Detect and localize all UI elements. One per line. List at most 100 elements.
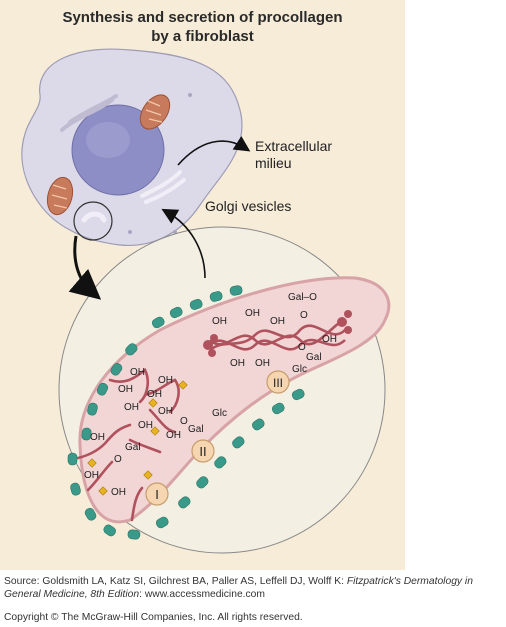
- figure-title: Synthesis and secretion of procollagen b…: [0, 8, 405, 46]
- ribosome: [196, 476, 209, 489]
- ribosome: [189, 299, 203, 310]
- polypeptide-chain: [130, 486, 144, 522]
- ribosome: [169, 306, 183, 319]
- label-gal-o: Gal–O: [288, 292, 317, 303]
- label-oh: OH: [147, 389, 162, 400]
- ribosome: [178, 496, 191, 509]
- label-golgi-vesicles: Golgi vesicles: [205, 198, 291, 214]
- label-oh: OH: [158, 375, 173, 386]
- helix-strand: [209, 324, 346, 352]
- ribosome: [271, 402, 285, 415]
- ribosome: [252, 418, 265, 431]
- ribosome: [84, 507, 97, 521]
- ribosome: [151, 316, 165, 329]
- mitochondrion-left: [46, 176, 74, 216]
- source-book-title: Fitzpatrick's Dermatology in General Med…: [4, 576, 473, 600]
- magnified-region: [73, 201, 113, 241]
- nascent-chains: [76, 367, 180, 522]
- polypeptide-chain: [148, 408, 177, 434]
- ribosome: [125, 343, 138, 356]
- globular-end: [210, 334, 218, 342]
- step-label-2: II: [199, 444, 206, 459]
- polypeptide-chain: [86, 460, 114, 492]
- source-suffix: : www.accessmedicine.com: [139, 589, 265, 600]
- label-glc: Glc: [212, 408, 227, 419]
- golgi-arrow: [161, 208, 206, 279]
- label-oh: OH: [230, 358, 245, 369]
- label-oh: OH: [245, 308, 260, 319]
- endoplasmic-reticulum: [60, 94, 118, 132]
- polypeptide-chain: [76, 423, 132, 460]
- ribosome: [127, 529, 141, 540]
- copyright-notice: Copyright © The McGraw-Hill Companies, I…: [4, 612, 303, 623]
- molecular-labels: Gal–O OH OH OH O OH OH O OH Gal Glc OH O…: [84, 292, 337, 498]
- title-line-2: by a fibroblast: [151, 28, 254, 45]
- helix-globular-ends: [203, 310, 352, 357]
- marker: [143, 470, 153, 480]
- label-o: O: [300, 310, 308, 321]
- nucleus-highlight: [86, 122, 130, 158]
- triple-helix: [209, 318, 346, 352]
- helix-strand: [209, 338, 346, 351]
- ribosome: [232, 436, 245, 449]
- globular-end: [344, 326, 352, 334]
- source-prefix: Source: Goldsmith LA, Katz SI, Gilchrest…: [4, 576, 347, 587]
- label-extracellular: Extracellular: [255, 138, 332, 154]
- polypeptide-chain: [128, 438, 162, 454]
- ribosomes: [67, 285, 305, 540]
- label-oh: OH: [90, 432, 105, 443]
- golgi-apparatus: [140, 170, 186, 204]
- cell-granule: [188, 93, 192, 97]
- marker: [150, 426, 160, 436]
- ribosome: [87, 402, 98, 416]
- step-badge-1: I: [145, 482, 169, 506]
- label-o: O: [180, 416, 188, 427]
- cell-granule: [173, 230, 177, 234]
- label-gal: Gal: [125, 442, 141, 453]
- marker: [178, 380, 188, 390]
- ribosome: [214, 456, 227, 469]
- ribosome: [70, 482, 81, 496]
- label-o: O: [298, 342, 306, 353]
- polypeptide-chain: [143, 378, 180, 414]
- procollagen-diagram: I II III Extracellular milieu Golgi vesi…: [21, 48, 391, 554]
- helix-strand: [209, 318, 346, 346]
- ribosome: [96, 382, 109, 396]
- ribosome: [155, 516, 169, 529]
- secretion-arrow: [177, 136, 251, 166]
- label-gal: Gal: [306, 352, 322, 363]
- label-oh: OH: [166, 430, 181, 441]
- vesicle-in-cell: [81, 211, 107, 223]
- ribosome: [110, 363, 123, 376]
- label-oh: OH: [212, 316, 227, 327]
- marker: [148, 398, 158, 408]
- zoom-arrow: [68, 235, 102, 300]
- label-oh: OH: [255, 358, 270, 369]
- title-line-1: Synthesis and secretion of procollagen: [62, 9, 343, 26]
- hydroxylation-markers: [87, 380, 188, 496]
- globular-end: [337, 317, 347, 327]
- label-oh: OH: [138, 420, 153, 431]
- label-gal: Gal: [188, 424, 204, 435]
- label-oh: OH: [84, 470, 99, 481]
- ribosome: [103, 524, 116, 537]
- ribosome: [81, 427, 92, 441]
- label-milieu: milieu: [255, 155, 292, 171]
- step-label-3: III: [273, 376, 283, 390]
- label-oh: OH: [270, 316, 285, 327]
- ribosome: [229, 285, 243, 296]
- marker: [87, 458, 97, 468]
- ribosome: [291, 388, 305, 401]
- cell-granule: [128, 230, 132, 234]
- label-oh: OH: [118, 384, 133, 395]
- label-oh: OH: [130, 367, 145, 378]
- step-label-1: I: [155, 487, 159, 502]
- ribosome: [209, 291, 223, 302]
- marker: [98, 486, 108, 496]
- step-badge-3: III: [266, 370, 290, 394]
- label-oh: OH: [322, 334, 337, 345]
- globular-end: [203, 340, 213, 350]
- globular-end: [344, 310, 352, 318]
- label-glc: Glc: [292, 364, 307, 375]
- source-citation: Source: Goldsmith LA, Katz SI, Gilchrest…: [4, 575, 504, 601]
